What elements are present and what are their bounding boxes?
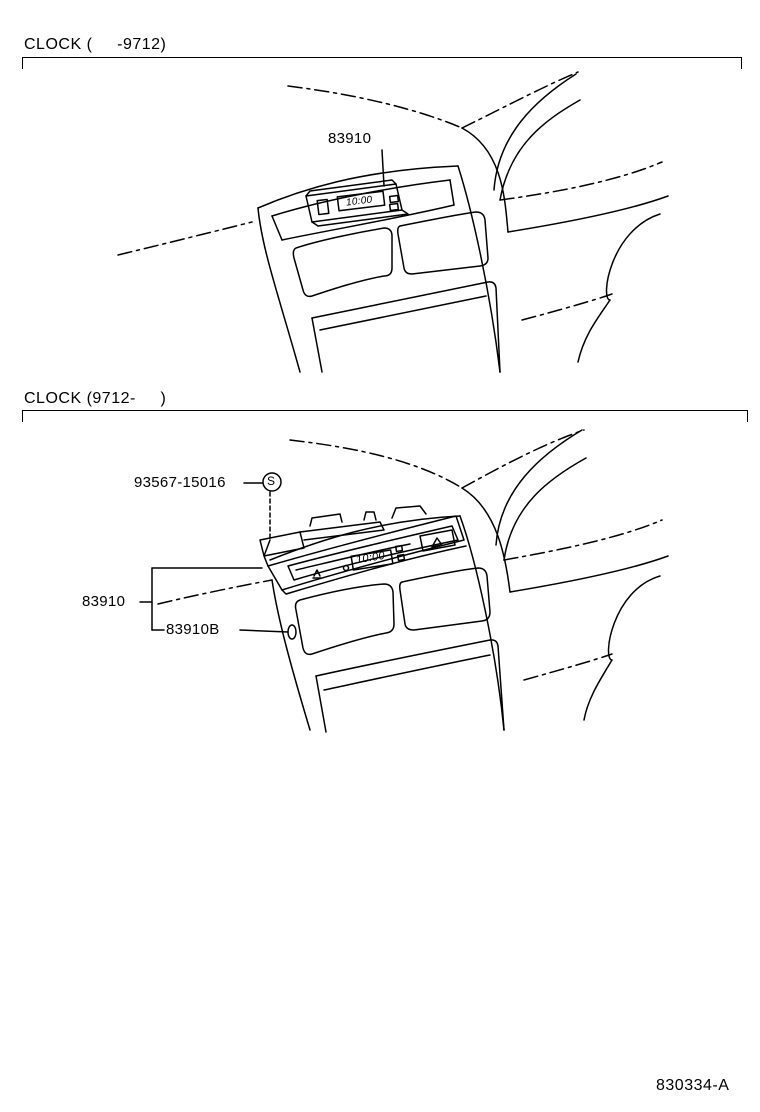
section-2-rule-left-tick (22, 410, 23, 422)
clock-unit-1 (305, 149, 409, 227)
symbol-s: S (267, 474, 276, 488)
dashboard-drawing-1 (117, 71, 669, 373)
leader-lines-2 (139, 472, 289, 633)
dashboard-drawing-2 (157, 429, 669, 733)
part-label-83910-b: 83910 (82, 593, 126, 610)
section-2-rule (22, 410, 748, 411)
clock-unit-2 (259, 491, 467, 640)
part-label-83910-a: 83910 (328, 130, 372, 147)
drawing-code: 830334-A (656, 1077, 730, 1094)
part-label-83910B: 83910B (166, 621, 220, 638)
part-label-93567-15016: 93567-15016 (134, 474, 226, 491)
section-1-rule-left-tick (22, 57, 23, 69)
section-1-title: CLOCK ( -9712) (24, 36, 167, 53)
section-2-rule-right-tick (747, 410, 748, 422)
section-2-title: CLOCK (9712- ) (24, 390, 167, 407)
section-1-rule-right-tick (741, 57, 742, 69)
section-1-rule (22, 57, 742, 58)
